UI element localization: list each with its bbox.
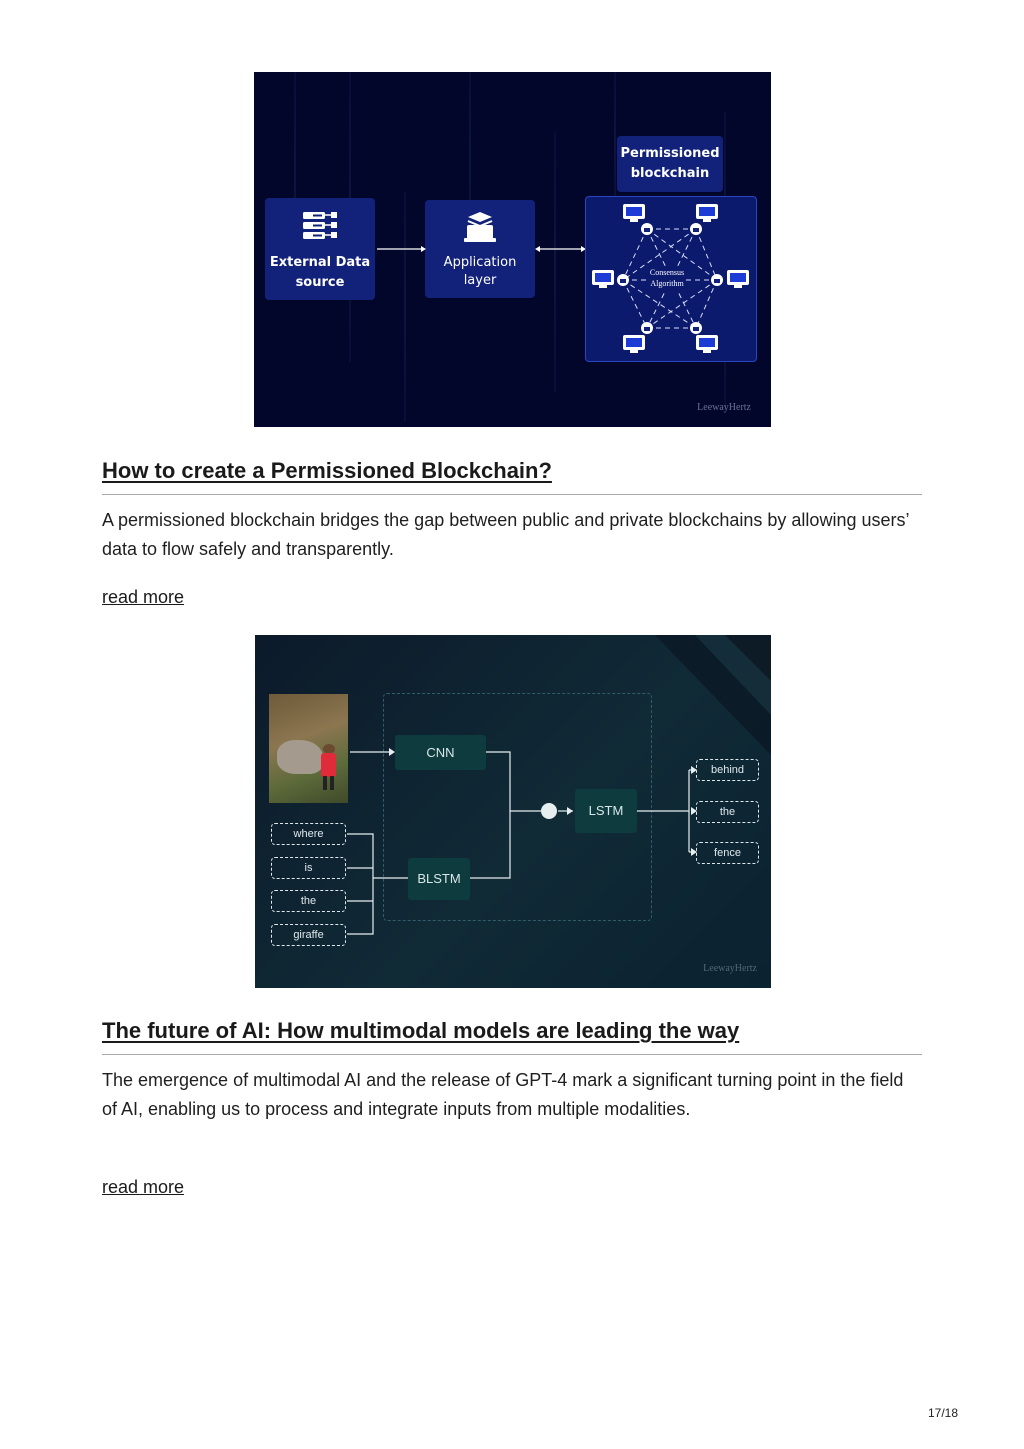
answer-word: fence <box>696 842 759 864</box>
consensus-algorithm-label: Consensus Algorithm <box>632 267 702 289</box>
answer-word: behind <box>696 759 759 781</box>
background-streak <box>614 72 616 212</box>
multimodal-vqa-figure: CNN BLSTM LSTM where is the giraffe behi… <box>255 635 771 988</box>
background-stripes <box>655 635 771 755</box>
permissioned-label-line1: Permissioned <box>620 146 720 161</box>
blstm-block: BLSTM <box>408 858 470 900</box>
application-label-line1: Application <box>443 255 517 270</box>
child-head <box>323 744 335 754</box>
divider <box>102 494 922 495</box>
laptop-icon <box>464 212 496 242</box>
article-title-permissioned-blockchain[interactable]: How to create a Permissioned Blockchain? <box>102 458 552 483</box>
permissioned-blockchain-label: Permissioned blockchain <box>617 136 723 192</box>
background-streak <box>404 192 406 422</box>
lock-icon <box>617 223 723 334</box>
model-region <box>383 693 652 921</box>
article-summary: The emergence of multimodal AI and the r… <box>102 1070 904 1119</box>
child-coat <box>321 753 336 777</box>
divider <box>102 1054 922 1055</box>
background-streak <box>469 72 471 252</box>
flow-arrows <box>377 246 586 252</box>
background-streak <box>294 72 296 272</box>
watermark: LeewayHertz <box>703 963 757 974</box>
rock-shape <box>277 740 323 774</box>
blockchain-network-box: Consensus Algorithm <box>585 196 757 362</box>
question-word: where <box>271 823 346 845</box>
background-streak <box>554 132 556 392</box>
permissioned-blockchain-figure: Permissioned blockchain External Data so… <box>254 72 771 427</box>
application-layer-box: Application layer <box>425 200 535 298</box>
watermark: LeewayHertz <box>697 402 751 413</box>
page-number: 17/18 <box>927 1406 958 1420</box>
external-label-line1: External Data <box>269 255 371 270</box>
external-data-source-box: External Data source <box>265 198 375 300</box>
read-more-link[interactable]: read more <box>102 1177 185 1197</box>
permissioned-label-line2: blockchain <box>630 166 710 181</box>
read-more-link[interactable]: read more <box>102 587 185 607</box>
consensus-line1: Consensus <box>649 268 685 277</box>
input-photo <box>269 694 348 803</box>
child-leg <box>323 776 327 790</box>
answer-word: the <box>696 801 759 823</box>
question-word: giraffe <box>271 924 346 946</box>
server-icon <box>303 212 337 239</box>
question-word: the <box>271 890 346 912</box>
question-word: is <box>271 857 346 879</box>
application-label-line2: layer <box>463 273 497 288</box>
article-summary: A permissioned blockchain bridges the ga… <box>102 510 909 559</box>
article-title-multimodal-ai[interactable]: The future of AI: How multimodal models … <box>102 1018 740 1043</box>
consensus-line2: Algorithm <box>650 279 684 288</box>
node-graph <box>592 204 749 353</box>
cnn-block: CNN <box>395 735 486 770</box>
lstm-block: LSTM <box>575 789 637 833</box>
external-label-line2: source <box>295 275 345 290</box>
child-leg <box>330 776 334 790</box>
